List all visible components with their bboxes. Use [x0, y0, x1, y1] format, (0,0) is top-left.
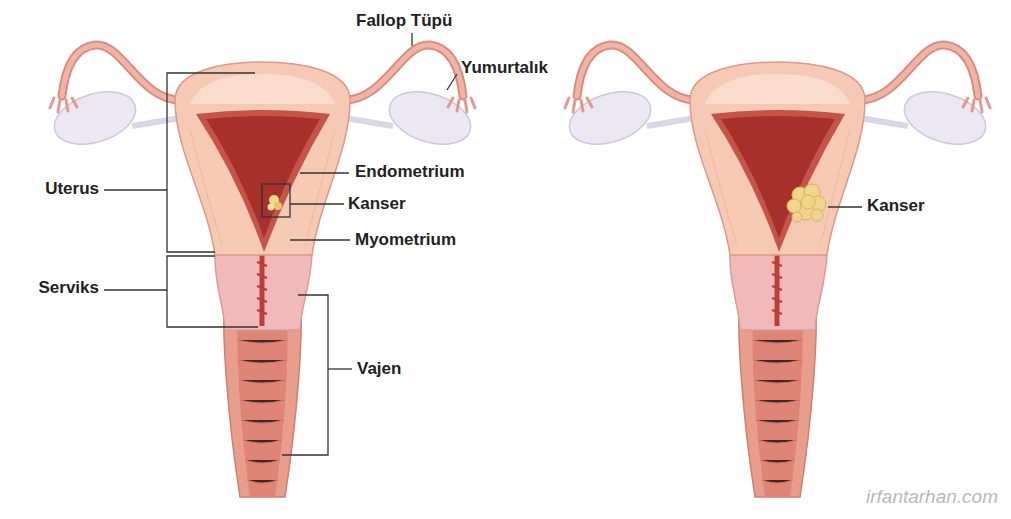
part-label: Fallop Tüpü — [356, 11, 452, 31]
part-label: Uterus — [45, 179, 99, 199]
part-label: Yumurtalık — [461, 58, 548, 78]
part-label: Myometrium — [355, 230, 456, 250]
part-label: Kanser — [867, 196, 925, 216]
part-label: Endometrium — [355, 162, 465, 182]
part-label: Kanser — [348, 194, 406, 214]
watermark: irfantarhan.com — [866, 486, 998, 509]
part-label: Vajen — [357, 359, 401, 379]
part-label: Serviks — [39, 278, 100, 298]
